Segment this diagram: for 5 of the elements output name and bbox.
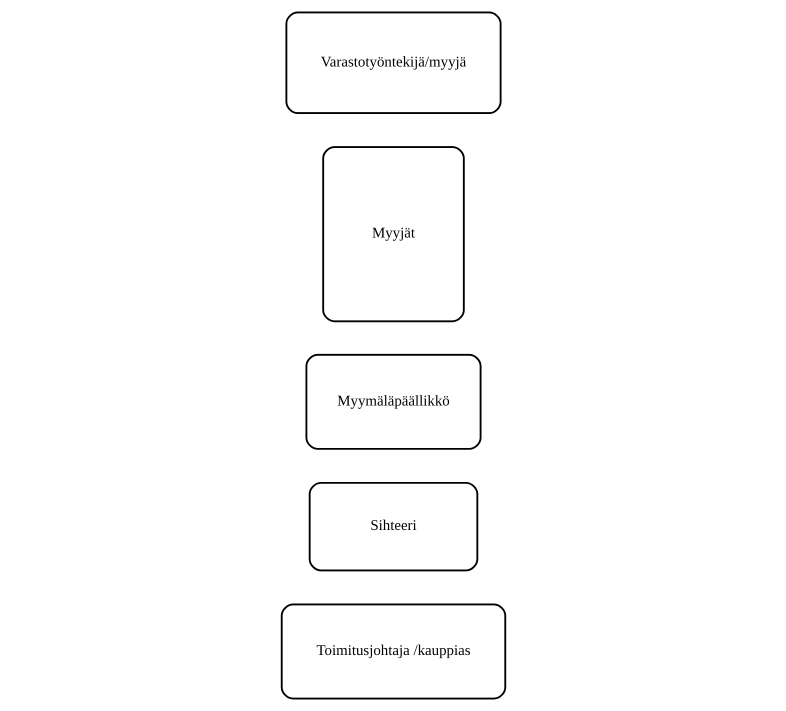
- node-box: Myyjät: [322, 146, 464, 322]
- node-box: Varastotyöntekijä/myyjä: [284, 12, 502, 114]
- node-box: Myymäläpäällikkö: [304, 354, 482, 450]
- node-box: Sihteeri: [308, 482, 478, 572]
- node-box: Toimitusjohtaja /kauppias: [280, 604, 506, 700]
